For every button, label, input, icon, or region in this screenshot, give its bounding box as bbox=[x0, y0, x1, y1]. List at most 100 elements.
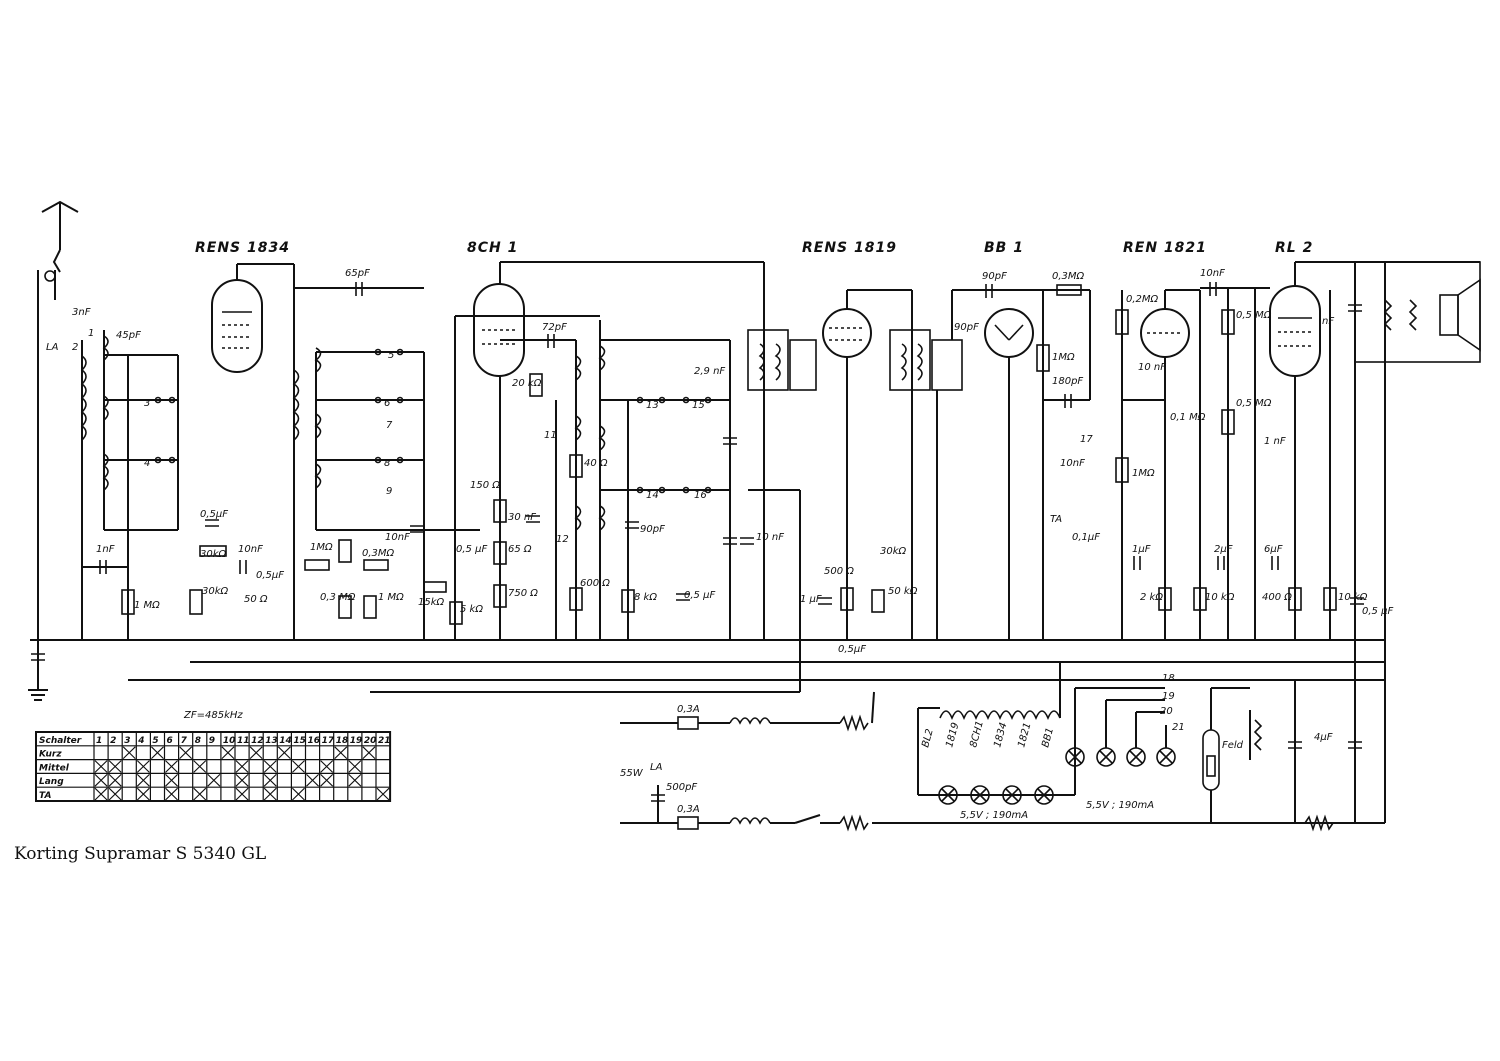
switch-table-mark bbox=[277, 746, 291, 759]
switch-13: 13 bbox=[646, 400, 659, 411]
switch-table-mark bbox=[108, 787, 122, 801]
switch-table-column: 6 bbox=[167, 736, 173, 746]
switch-table-column: 13 bbox=[265, 736, 278, 746]
switch-table-column: 4 bbox=[137, 736, 144, 746]
cap-2uf: 2µF bbox=[1214, 544, 1233, 555]
ground-symbol bbox=[28, 640, 48, 701]
res-10k-a: 10 kΩ bbox=[1205, 592, 1235, 603]
res-10k-b: 10 kΩ bbox=[1338, 592, 1368, 603]
res-1m-c: 1 MΩ bbox=[378, 592, 404, 603]
filament-1834: 1834 bbox=[992, 721, 1009, 748]
field-coil-label: Feld bbox=[1222, 740, 1244, 751]
switch-table-column: 12 bbox=[251, 736, 264, 746]
zf-caption: ZF=485kHz bbox=[183, 710, 243, 721]
cap-1uf: 1 µF bbox=[800, 594, 822, 605]
res-15k: 15kΩ bbox=[418, 597, 445, 608]
switch-table-mark bbox=[306, 774, 319, 787]
mains-input bbox=[620, 680, 1386, 832]
res-02m: 0,2MΩ bbox=[1126, 294, 1159, 305]
filament-bb1: BB1 bbox=[1040, 727, 1056, 749]
cap-05uf-a: 0,5µF bbox=[200, 509, 228, 520]
switch-table-mark bbox=[348, 774, 362, 787]
switch-table-column: 7 bbox=[181, 736, 188, 746]
switch-17: 17 bbox=[1080, 434, 1093, 445]
switch-table-mark bbox=[362, 746, 376, 759]
tube-label-rl2: RL 2 bbox=[1275, 240, 1313, 256]
pot-1m: 1MΩ bbox=[1132, 468, 1155, 479]
cap-1nf-b: 1 nF bbox=[1264, 436, 1286, 447]
res-2k: 2 kΩ bbox=[1140, 592, 1163, 603]
switch-table-mark bbox=[263, 774, 277, 787]
cap-05uf-e: 0,5µF bbox=[838, 644, 866, 655]
switch-15: 15 bbox=[692, 400, 705, 411]
switch-table-mark bbox=[320, 774, 334, 787]
switch-table-mark bbox=[94, 774, 108, 787]
res-600: 600 Ω bbox=[580, 578, 610, 589]
res-01m: 0,1 MΩ bbox=[1170, 412, 1206, 423]
switch-table-mark bbox=[292, 787, 305, 801]
switch-table-mark bbox=[235, 787, 249, 801]
switch-20: 20 bbox=[1160, 706, 1173, 717]
switch-table-mark bbox=[207, 774, 221, 787]
switch-table-row-label: TA bbox=[39, 791, 51, 801]
antenna-la-label: LA bbox=[46, 342, 59, 353]
cap-10nf-f: 10nF bbox=[1200, 268, 1225, 279]
switch-4: 4 bbox=[144, 458, 150, 469]
tube-label-bch1: 8CH 1 bbox=[467, 240, 518, 256]
cap-1nf: 1nF bbox=[96, 544, 115, 555]
cap-6uf: 6µF bbox=[1264, 544, 1283, 555]
schematic-caption: Korting Supramar S 5340 GL bbox=[14, 844, 267, 864]
switch-table-mark bbox=[136, 787, 150, 801]
switch-table-mark bbox=[249, 746, 263, 759]
cap-01uf: 0,1µF bbox=[1072, 532, 1100, 543]
switch-table-column: 10 bbox=[223, 736, 236, 746]
res-5k: 5 kΩ bbox=[460, 604, 483, 615]
switch-table-column: 8 bbox=[195, 736, 201, 746]
cap-90pf-c: 90pF bbox=[954, 322, 979, 333]
cap-10nf-b: 10nF bbox=[385, 532, 410, 543]
res-30k-c: 30kΩ bbox=[880, 546, 907, 557]
switch-table-mark bbox=[94, 760, 108, 773]
switch-table-mark bbox=[263, 760, 277, 773]
switch-table-mark bbox=[292, 760, 305, 773]
filament-bl2: BL2 bbox=[920, 728, 935, 749]
res-1m-a: 1 MΩ bbox=[134, 600, 160, 611]
switch-table-mark bbox=[165, 787, 178, 801]
switch-table-row-label: Mittel bbox=[39, 763, 70, 773]
antenna-2-label: 2 bbox=[72, 342, 78, 353]
res-500: 500 Ω bbox=[824, 566, 854, 577]
capacitor-symbols bbox=[31, 282, 1364, 661]
res-50k: 50 kΩ bbox=[888, 586, 918, 597]
res-400: 400 Ω bbox=[1262, 592, 1292, 603]
switch-table-mark bbox=[193, 787, 207, 801]
res-30k-a: 30kΩ bbox=[200, 549, 227, 560]
antenna-coils bbox=[80, 330, 179, 640]
res-750: 750 Ω bbox=[508, 588, 538, 599]
switch-6: 6 bbox=[384, 398, 390, 409]
tube-bb1 bbox=[984, 308, 1034, 358]
switch-table-mark bbox=[165, 760, 178, 773]
switch-table-mark bbox=[235, 760, 249, 773]
switch-table-mark bbox=[151, 746, 164, 759]
switch-table-column: 21 bbox=[378, 736, 391, 746]
switch-5: 5 bbox=[388, 350, 394, 361]
switch-table-mark bbox=[165, 774, 178, 787]
cap-29nf: 2,9 nF bbox=[694, 366, 725, 377]
res-05m-a: 0,5 MΩ bbox=[1236, 310, 1272, 321]
filament-1819: 1819 bbox=[944, 721, 961, 748]
switch-contacts bbox=[154, 348, 712, 494]
switch-table-mark bbox=[108, 760, 122, 773]
tube-label-ren1821: REN 1821 bbox=[1123, 240, 1207, 256]
antenna-1-label: 1 bbox=[88, 328, 94, 339]
switch-table-column: 16 bbox=[308, 736, 321, 746]
switch-table-column: 18 bbox=[336, 736, 349, 746]
switch-table-mark bbox=[235, 774, 249, 787]
pot-50: 50 Ω bbox=[244, 594, 268, 605]
switch-table-header: Schalter bbox=[39, 736, 82, 746]
switch-table-column: 5 bbox=[152, 736, 158, 746]
cap-10nf-e: 10nF bbox=[1060, 458, 1085, 469]
switch-21: 21 bbox=[1172, 722, 1185, 733]
if-transformers bbox=[747, 329, 963, 692]
switch-table-mark bbox=[263, 787, 277, 801]
